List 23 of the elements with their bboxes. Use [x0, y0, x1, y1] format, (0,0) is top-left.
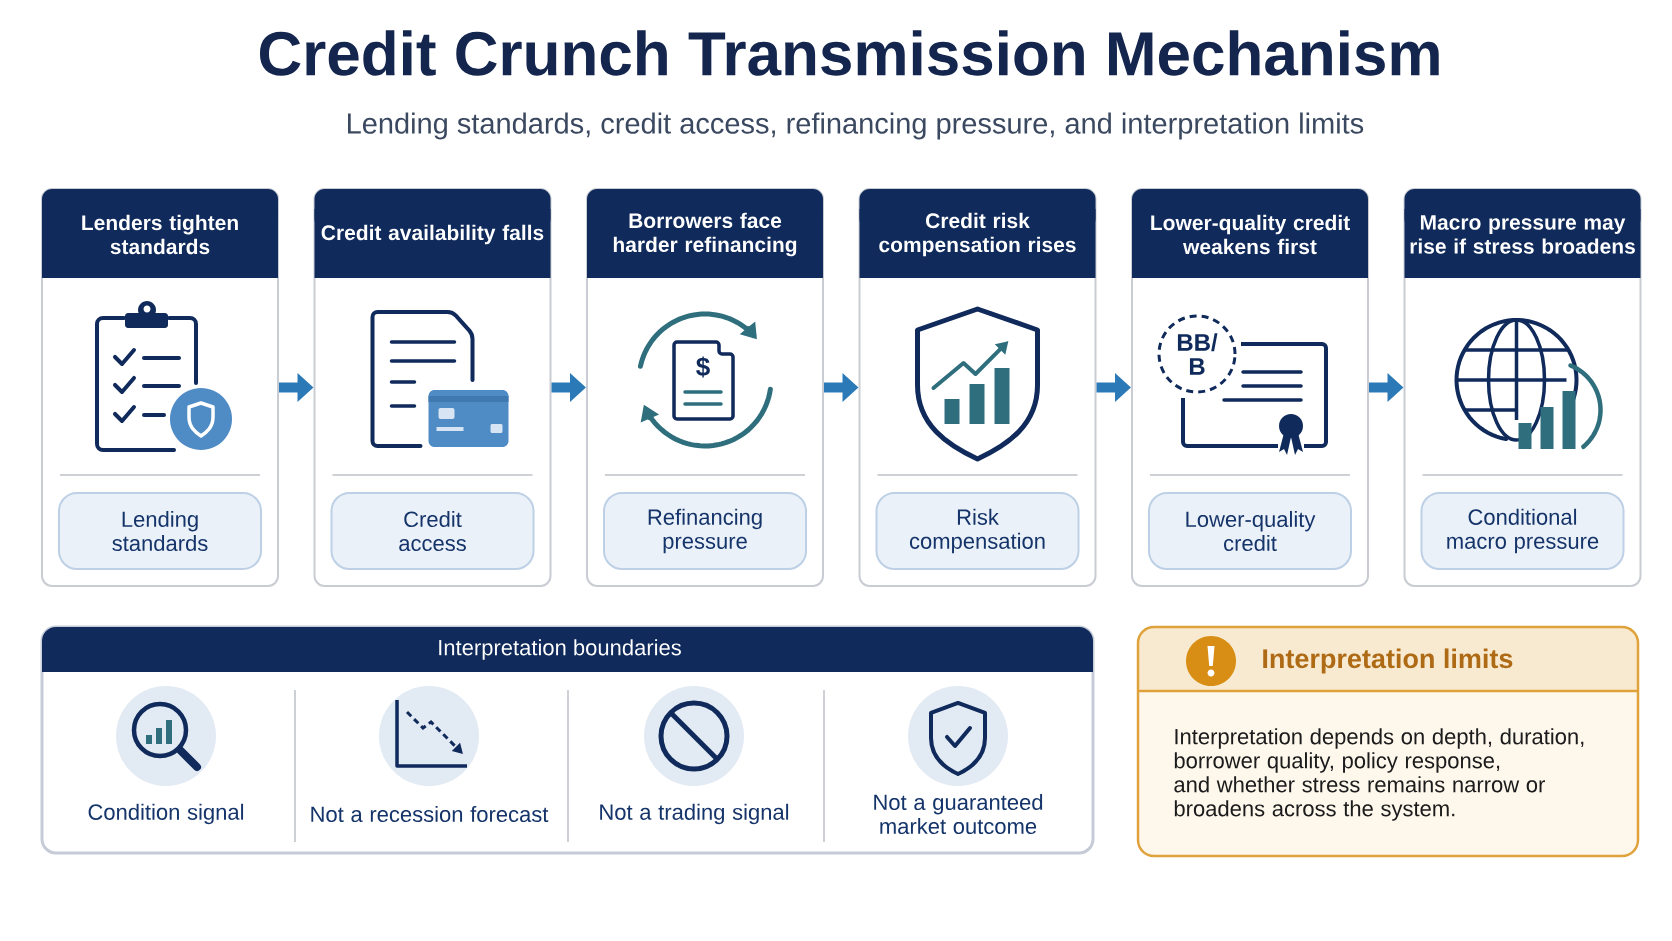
item-label: Not a recession forecast	[311, 805, 549, 823]
item-label: Condition signal	[88, 803, 244, 825]
label-pill: Lending standards	[58, 492, 262, 570]
card-header: Credit risk compensation rises	[859, 189, 1096, 278]
item-label: Not a guaranteed market outcome	[874, 793, 1043, 835]
card-header: Macro pressure may rise if stress broadens	[1404, 189, 1641, 278]
label-pill: Lower-quality credit	[1148, 492, 1352, 570]
dollar-sign: $	[696, 356, 710, 378]
card-header: Lower-quality credit weakens first	[1132, 189, 1368, 278]
label-pill: Conditional macro pressure	[1420, 492, 1625, 570]
note-title: Interpretation limits	[1263, 648, 1513, 674]
label-pill: Risk compensation	[875, 492, 1080, 570]
card-header: Lenders tighten standards	[42, 189, 278, 278]
rating-badge: BB/ B	[1157, 314, 1237, 394]
title: Credit Crunch Transmission Mechanism	[259, 30, 1439, 76]
label-pill: Credit access	[330, 492, 535, 570]
card-header: Credit availability falls	[314, 189, 551, 278]
label-pill: Refinancing pressure	[603, 492, 807, 570]
panel-header: Interpretation boundaries	[42, 627, 1093, 672]
card-header: Borrowers face harder refinancing	[587, 189, 823, 278]
note-text: Interpretation depends on depth, duration, borrower quality, policy response, and whether stress remains narrow or broadens across the system.	[1174, 728, 1584, 821]
item-label: Not a trading signal	[600, 803, 789, 825]
subtitle: Lending standards, credit access, refinancing pressure, and interpretation limits	[348, 112, 1364, 140]
